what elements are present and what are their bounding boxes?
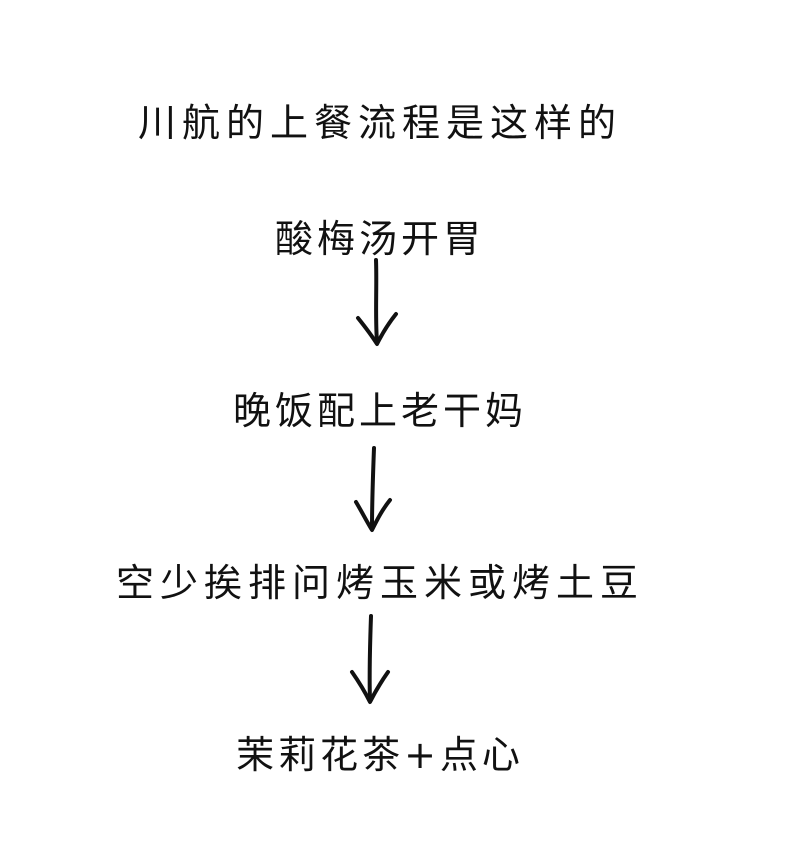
diagram-title: 川航的上餐流程是这样的 bbox=[137, 101, 622, 145]
flow-step-1: 酸梅汤开胃 bbox=[274, 217, 485, 261]
down-arrow-icon bbox=[354, 446, 392, 532]
down-arrow-icon bbox=[350, 614, 390, 704]
flow-step-3: 空少挨排问烤玉米或烤土豆 bbox=[115, 561, 644, 605]
down-arrow-icon bbox=[356, 258, 398, 346]
flow-step-2: 晚饭配上老干妈 bbox=[232, 389, 527, 433]
flow-step-4: 茉莉花茶+点心 bbox=[236, 733, 524, 777]
